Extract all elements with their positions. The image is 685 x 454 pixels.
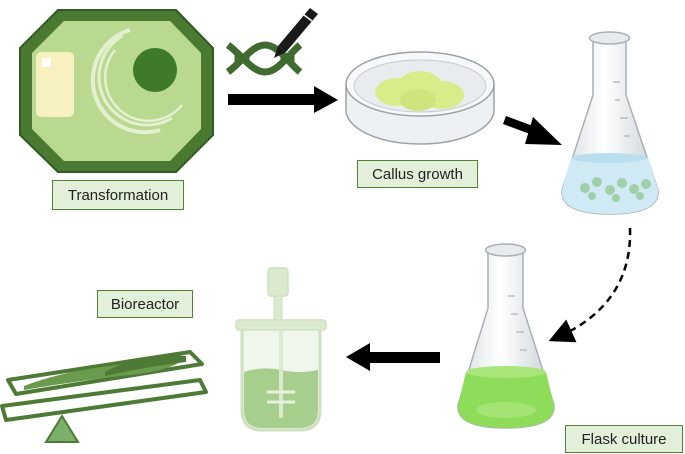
step-label-bioreactor: Bioreactor <box>97 290 193 318</box>
dna-edit-icon <box>225 8 318 76</box>
arrow-to-flask <box>503 116 562 145</box>
erlenmeyer-flask-icon <box>457 243 555 429</box>
callus-icon <box>375 71 464 111</box>
plant-cell-icon <box>19 9 214 173</box>
dashed-arrow-to-flask-culture <box>548 227 632 343</box>
rocking-bioreactor-icon <box>0 350 208 443</box>
erlenmeyer-flask-icon <box>561 31 659 215</box>
arrow-to-bioreactor <box>346 343 440 371</box>
step-label-flask-culture: Flask culture <box>565 425 683 453</box>
pen-icon <box>274 8 318 58</box>
step-label-transformation: Transformation <box>52 180 184 210</box>
step-label-callus-growth: Callus growth <box>357 160 478 188</box>
arrow-to-callus <box>228 86 338 113</box>
bioreactor-vessel-icon <box>235 267 327 432</box>
petri-dish-icon <box>345 51 495 145</box>
